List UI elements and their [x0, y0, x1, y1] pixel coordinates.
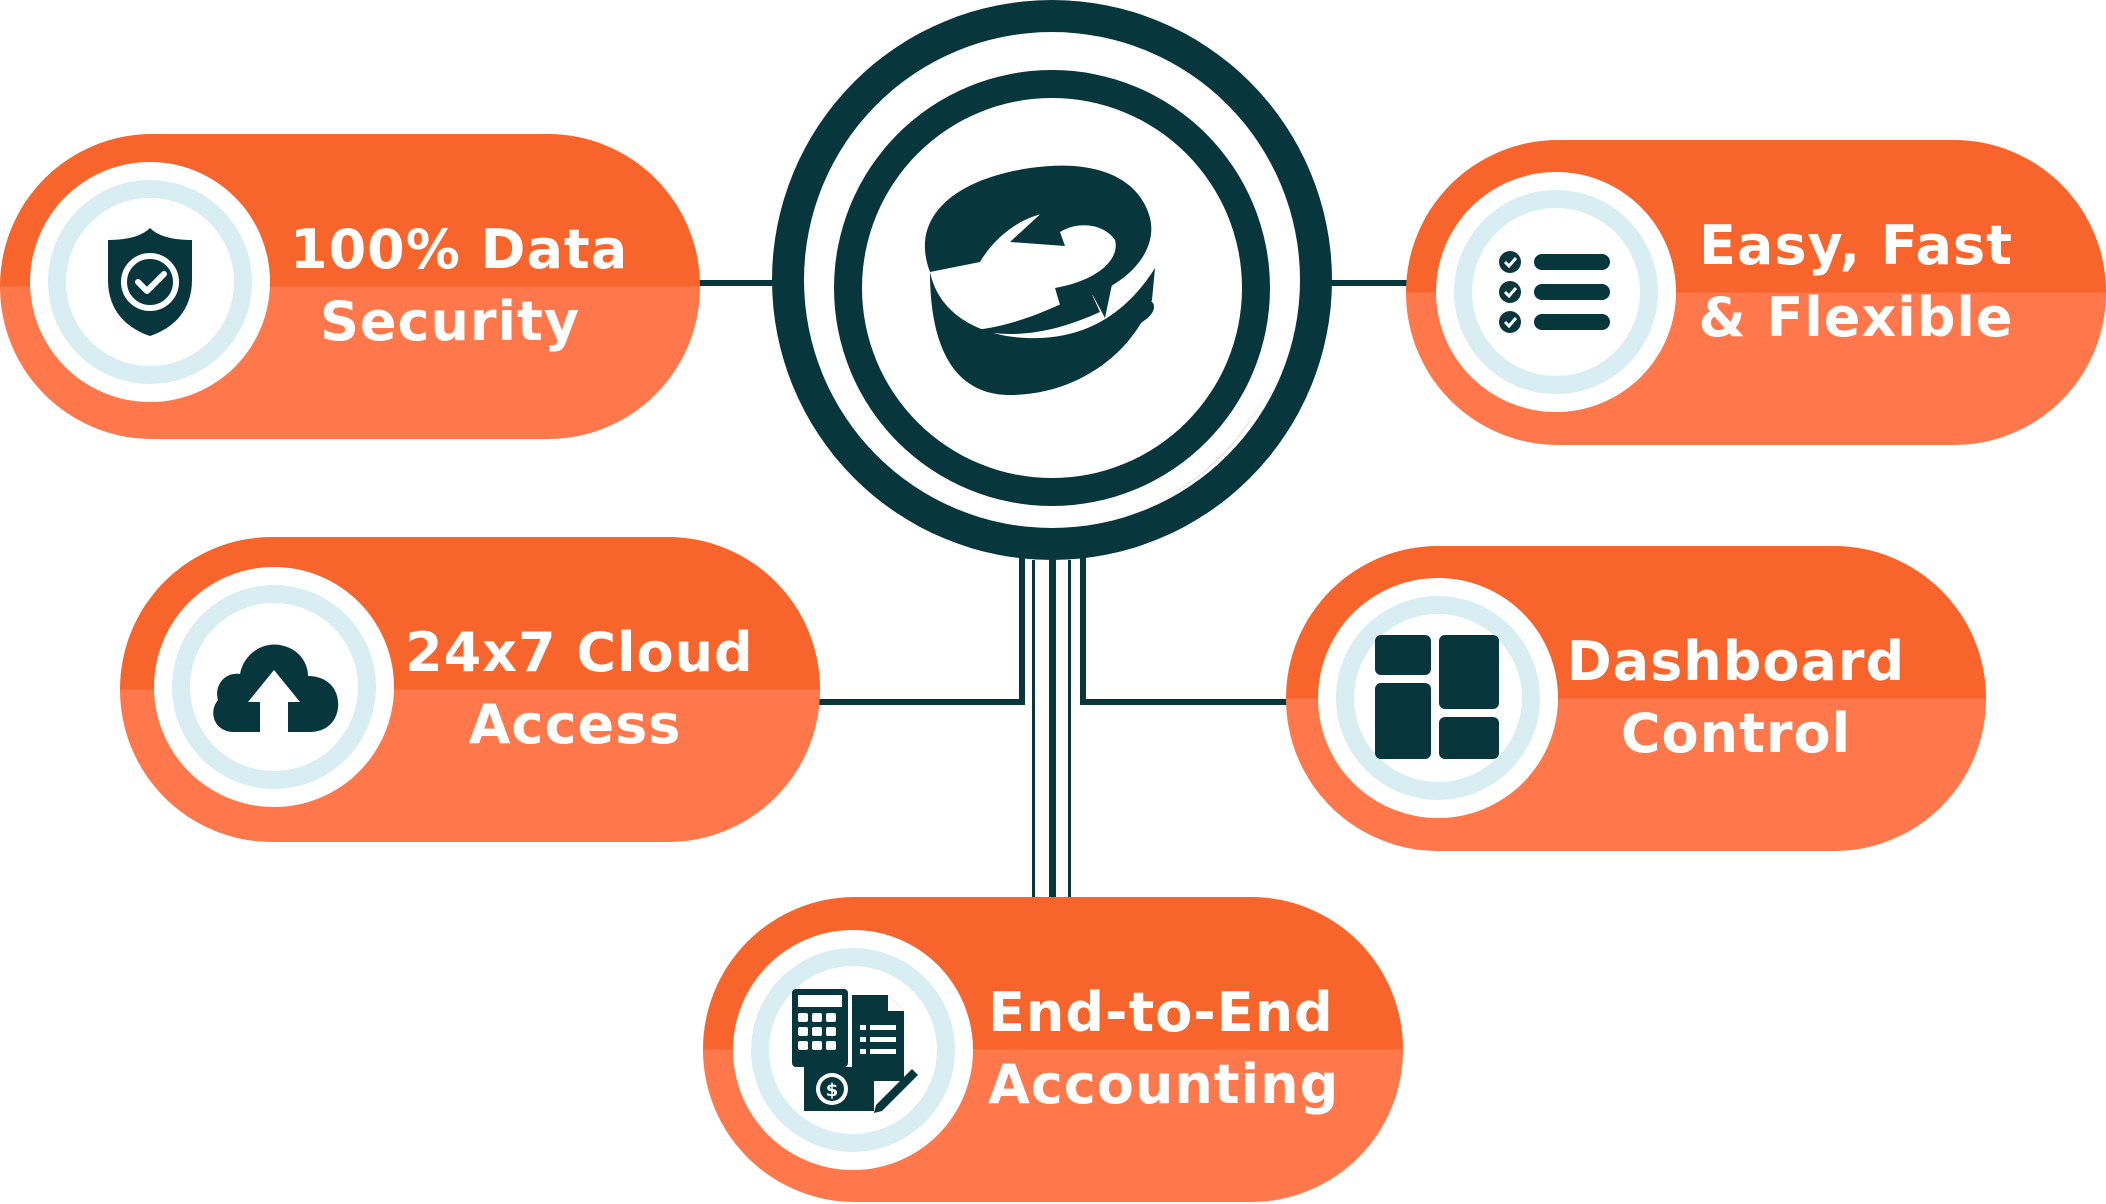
feature-label-line2: Accounting: [988, 1053, 1340, 1116]
feature-label-line1: 100% Data: [290, 218, 629, 281]
icon-ring: [1436, 172, 1676, 412]
central-logo: [772, 0, 1332, 560]
feature-cloud-access: 24x7 Cloud Access: [120, 537, 820, 842]
connector-cloud-horizontal: [810, 699, 1025, 705]
feature-label: End-to-End Accounting: [988, 977, 1340, 1121]
connector-easy-fast: [1330, 280, 1410, 286]
feature-label-line1: 24x7 Cloud: [405, 621, 754, 684]
calculator-invoice-icon: $: [792, 989, 918, 1113]
e-arrows-logo-icon: [924, 165, 1155, 395]
connector-cloud-vertical: [1019, 540, 1025, 705]
shield-check-icon: [108, 228, 192, 336]
feature-label-line1: End-to-End: [988, 981, 1334, 1044]
connector-dashboard-horizontal: [1080, 699, 1295, 705]
feature-label: Easy, Fast & Flexible: [1686, 210, 2026, 354]
feature-label-line1: Dashboard: [1566, 630, 1906, 693]
cloud-upload-icon: [213, 644, 339, 732]
feature-dashboard-control: Dashboard Control: [1286, 546, 1986, 851]
dashboard-grid-icon: [1375, 635, 1499, 759]
icon-ring: $: [733, 930, 973, 1170]
feature-end-to-end-accounting: $ End-to-End Accounting: [703, 897, 1403, 1202]
connector-accounting-side: [1032, 560, 1035, 900]
icon-ring: [1318, 578, 1558, 818]
feature-label-line1: Easy, Fast: [1699, 214, 2013, 277]
connector-security: [690, 280, 790, 286]
svg-text:$: $: [826, 1080, 839, 1101]
feature-easy-fast-flexible: Easy, Fast & Flexible: [1406, 140, 2106, 445]
connector-accounting: [1049, 540, 1056, 900]
connector-dashboard-vertical: [1080, 540, 1086, 705]
feature-label: 100% Data Security: [290, 214, 629, 358]
feature-label-line2: Security: [319, 290, 581, 353]
feature-label-line2: Access: [468, 693, 682, 756]
feature-label: Dashboard Control: [1566, 626, 1906, 770]
connector-accounting-side2: [1068, 560, 1071, 900]
checklist-icon: [1499, 251, 1610, 333]
icon-ring: [154, 567, 394, 807]
icon-ring: [30, 162, 270, 402]
feature-label-line2: & Flexible: [1698, 286, 2014, 349]
feature-label-line2: Control: [1620, 702, 1852, 765]
feature-data-security: 100% Data Security: [0, 134, 700, 439]
feature-label: 24x7 Cloud Access: [405, 617, 754, 761]
